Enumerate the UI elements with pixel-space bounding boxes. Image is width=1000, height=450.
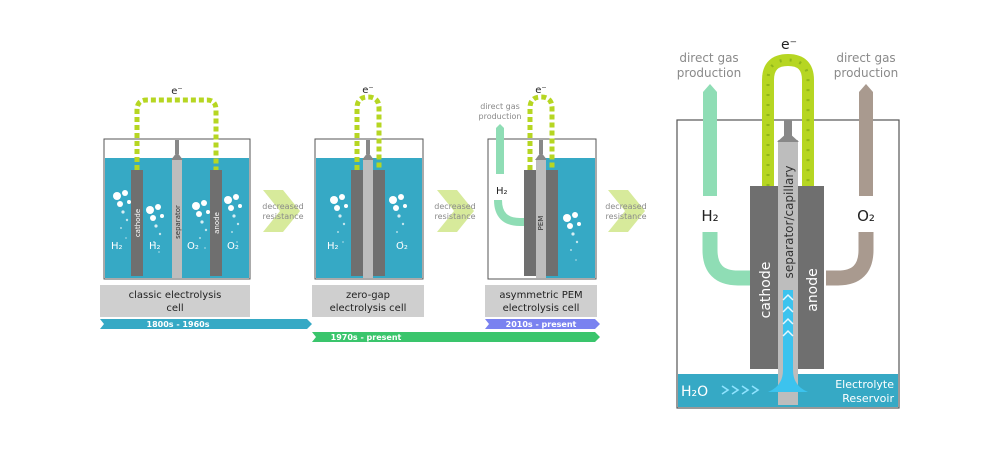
detail-o2-label: O₂ [857,207,875,225]
chevron-right-icon [263,190,300,232]
pem-membrane-label: PEM [537,216,545,231]
zero-gap-title-line2: electrolysis cell [330,303,407,314]
classic-title-line1: classic electrolysis [129,290,222,301]
transition-2-line1: decreased [434,202,476,211]
pem-title-box [485,285,597,317]
timeline-label-2: 1970s - present [331,333,402,342]
classic-separator [172,160,182,278]
transition-arrow-1: decreased resistance [262,190,304,232]
transition-1-line2: resistance [262,212,303,221]
detail-electron-label: e⁻ [781,37,797,53]
pem-h2-label: H₂ [496,186,508,197]
pem-h2-upper-tube [496,124,504,174]
zero-gap-container [314,138,424,280]
pem-h2-lower-tube [494,199,524,226]
classic-electron-label: e⁻ [171,86,182,97]
detail-reservoir-line2: Reservoir [842,392,894,405]
pem-title-line2: electrolysis cell [503,303,580,314]
classic-o2-left: O₂ [187,241,199,252]
classic-o2-right: O₂ [227,241,239,252]
zero-gap-cathode [351,170,363,276]
pem-electron-label: e⁻ [535,85,546,96]
timeline-bar-1 [100,319,312,329]
detail-anode-label: anode [805,268,821,312]
zero-gap-electron-label: e⁻ [362,85,373,96]
pem-title-line1: asymmetric PEM [499,290,582,301]
detail-wire [762,53,814,186]
classic-container [103,138,251,280]
classic-title-box [100,285,250,317]
detail-gas-label-left-line2: production [677,66,741,80]
pem-cathode [524,170,536,276]
timeline-bar-3 [485,319,600,329]
detail-o2-lower-tube [826,232,874,286]
classic-h2-right: H₂ [149,241,161,252]
pem-anode [546,170,558,276]
classic-h2-left: H₂ [111,241,123,252]
pem-wire [527,94,555,170]
transition-1-line1: decreased [262,202,304,211]
classic-separator-rod [175,140,179,154]
classic-anode [210,170,222,276]
classic-title-line2: cell [166,303,183,314]
transition-arrow-2: decreased resistance [434,190,476,232]
zero-gap-cell: e⁻ H₂ O₂ zero-gap electrolysis cell [312,85,424,317]
zero-gap-title-line1: zero-gap [346,290,390,301]
detail-view: direct gas production H₂ direct gas prod… [676,37,900,409]
detail-gas-label-left-line1: direct gas [679,51,738,65]
detail-o2-upper-tube [859,84,873,196]
timeline-label-3: 2010s - present [506,320,577,329]
timeline-bar-2 [312,332,600,342]
detail-h2-lower-tube [702,232,750,286]
classic-cathode [131,170,143,276]
transition-arrow-3: decreased resistance [605,190,647,232]
classic-wire [134,97,219,170]
detail-gas-label-right-line2: production [834,66,898,80]
zero-gap-o2: O₂ [396,241,408,252]
pem-cell: direct gas production H₂ e⁻ PEM asymmetr… [479,85,597,317]
zero-gap-separator [363,160,373,278]
pem-gas-label-line1: direct gas [480,102,520,111]
detail-h2-label: H₂ [701,207,718,225]
classic-anode-label: anode [213,212,221,234]
chevron-right-icon [608,190,645,232]
transition-3-line2: resistance [605,212,646,221]
zero-gap-wire [354,94,382,170]
detail-reservoir-line1: Electrolyte [835,378,894,391]
detail-cathode [750,186,778,369]
detail-separator-rod [784,120,792,136]
pem-gas-label-line2: production [479,112,522,121]
detail-water-label: H₂O [681,384,708,400]
detail-anode [798,186,824,369]
pem-membrane [536,160,546,278]
zero-gap-title-box [312,285,424,317]
detail-cathode-label: cathode [758,262,774,319]
classic-cathode-label: cathode [134,209,142,237]
zero-gap-anode [373,170,385,276]
chevron-right-icon [437,190,474,232]
zero-gap-h2: H₂ [327,241,339,252]
timeline-label-1: 1800s - 1960s [147,320,210,329]
transition-2-line2: resistance [434,212,475,221]
detail-separator-label: separator/capillary [782,166,796,279]
classic-separator-label: separator [174,205,182,239]
timeline: 1800s - 1960s 1970s - present 2010s - pr… [100,319,600,342]
detail-gas-label-right-line1: direct gas [836,51,895,65]
transition-3-line1: decreased [605,202,647,211]
pem-container [487,138,597,280]
detail-electrolyte-channel [783,290,793,386]
classic-cell: e⁻ cathode anode separator H₂ H₂ O₂ O₂ c… [100,86,251,317]
detail-h2-upper-tube [703,84,717,196]
